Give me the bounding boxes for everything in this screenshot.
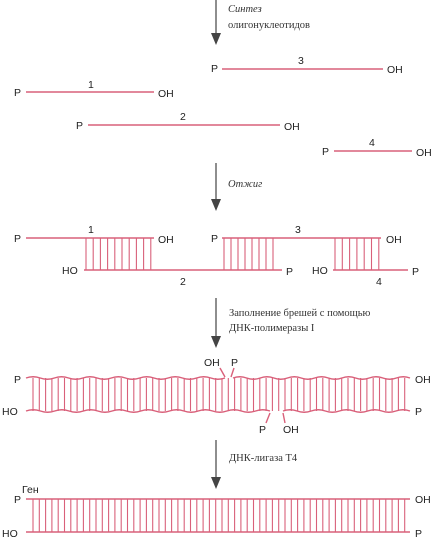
- oh-end-label: OH: [416, 147, 432, 159]
- oligo-2: P 2 OH: [76, 111, 300, 133]
- base-pairs-gene: [32, 499, 406, 532]
- p-end-label: P: [14, 233, 21, 245]
- oh-end-label: OH: [158, 234, 174, 246]
- base-pairs-3-2: [223, 238, 274, 270]
- oh-end-label: OH: [415, 374, 431, 386]
- caption-gap-filling-line2: ДНК-полимеразы I: [229, 323, 315, 334]
- nick-p-label: P: [231, 357, 238, 369]
- p-end-label: P: [14, 87, 21, 99]
- p-end-label: P: [415, 406, 422, 418]
- p-end-label: P: [76, 120, 83, 132]
- strand-segment: [25, 376, 226, 380]
- p-end-label: P: [14, 374, 21, 386]
- p-end-label: P: [415, 528, 422, 540]
- p-end-label: P: [286, 266, 293, 278]
- nick-p-label: P: [259, 424, 266, 436]
- ho-end-label: HO: [2, 528, 18, 540]
- oligo-4: P 4 OH: [322, 137, 432, 159]
- base-pairs-filled: [32, 378, 406, 411]
- oh-end-label: OH: [386, 234, 402, 246]
- fragment-number: 1: [88, 79, 94, 91]
- caption-gap-filling-line1: Заполнение брешей с помощью: [229, 308, 371, 319]
- nick-oh-label: OH: [204, 357, 220, 369]
- gene-label: Ген: [22, 484, 39, 496]
- arrow-step-gap-filling: [211, 298, 221, 348]
- oligo-3: P 3 OH: [211, 55, 403, 76]
- fragment-number: 2: [180, 276, 186, 288]
- ho-end-label: HO: [312, 265, 328, 277]
- fragment-number: 1: [88, 224, 94, 236]
- strand-segment: [25, 409, 271, 413]
- arrow-step-annealing: [211, 163, 221, 211]
- fragment-number: 2: [180, 111, 186, 123]
- oh-end-label: OH: [387, 64, 403, 76]
- ho-end-label: HO: [2, 406, 18, 418]
- nick-oh-label: OH: [283, 424, 299, 436]
- top-strand-with-nick: [25, 376, 411, 380]
- caption-synthesis-line2: олигонуклеотидов: [228, 20, 310, 31]
- ho-end-label: HO: [62, 265, 78, 277]
- oh-end-label: OH: [158, 88, 174, 100]
- fragment-number: 3: [295, 224, 301, 236]
- strand-segment: [232, 376, 411, 380]
- fragment-number: 4: [369, 137, 375, 149]
- p-end-label: P: [211, 233, 218, 245]
- p-end-label: P: [14, 494, 21, 506]
- base-pairs-1-2: [85, 238, 152, 270]
- annealed-structure: P 1 OH P 3 OH HO 2 P HO 4 P: [14, 224, 419, 288]
- caption-annealing: Отжиг: [228, 179, 262, 190]
- oh-end-label: OH: [284, 121, 300, 133]
- caption-ligation: ДНК-лигаза Т4: [229, 453, 298, 464]
- p-end-label: P: [322, 146, 329, 158]
- fragment-number: 3: [298, 55, 304, 67]
- p-end-label: P: [412, 266, 419, 278]
- arrow-step-ligation: [211, 440, 221, 489]
- oh-end-label: OH: [415, 494, 431, 506]
- p-end-label: P: [211, 63, 218, 75]
- strand-segment: [282, 409, 411, 413]
- caption-synthesis-line1: Синтез: [228, 4, 262, 15]
- final-gene-duplex: Ген P HO OH P: [2, 484, 431, 540]
- oligo-1: P 1 OH: [14, 79, 174, 100]
- fragment-number: 4: [376, 276, 382, 288]
- gap-filled-duplex: P HO OH P OH P P OH: [2, 357, 431, 436]
- arrow-step-synthesis: [211, 0, 221, 45]
- base-pairs-3-4: [334, 238, 380, 270]
